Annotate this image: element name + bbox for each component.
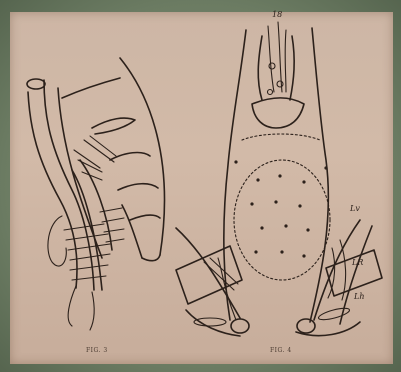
haustral-fold xyxy=(130,215,160,220)
haustral-fold xyxy=(118,184,158,190)
right-instrument xyxy=(318,306,351,322)
tube-left-wall xyxy=(28,92,77,288)
left-figure xyxy=(27,58,164,330)
label-upper-right: Lv xyxy=(350,204,360,213)
upper-tube-right xyxy=(290,36,294,100)
inner-cuff xyxy=(242,134,320,140)
right-figure xyxy=(176,22,382,336)
cuff-top xyxy=(252,98,304,128)
bowel-stump xyxy=(142,255,160,261)
right-flap-outer xyxy=(340,226,372,324)
left-caption: FIG. 3 xyxy=(86,347,108,354)
bowel-outer-wall xyxy=(120,58,164,255)
haustral-fold xyxy=(62,78,120,98)
label-lower-right: Lh xyxy=(354,292,364,301)
funnel-right-wall xyxy=(310,28,328,322)
suture-thread xyxy=(90,292,94,330)
pouch-dots xyxy=(234,160,327,257)
haustral-fold xyxy=(92,118,135,134)
clamp-mark xyxy=(84,136,116,162)
label-box-right: LR xyxy=(352,258,363,267)
right-anchor xyxy=(297,319,315,333)
suture-knot xyxy=(268,90,273,95)
suture-thread xyxy=(68,286,76,326)
suture-stitches xyxy=(64,208,124,280)
right-caption: FIG. 4 xyxy=(270,347,292,354)
left-anchor xyxy=(231,319,249,333)
bowel-stump-side xyxy=(122,205,142,258)
label-top: 18 xyxy=(272,10,282,19)
upper-tube-strands xyxy=(268,22,286,92)
right-thread xyxy=(328,240,346,300)
clamp-mark xyxy=(74,150,102,180)
suture-knot xyxy=(269,63,275,69)
tube-opening xyxy=(27,79,45,89)
suture-knot xyxy=(277,81,283,87)
pouch-outline xyxy=(234,160,330,280)
funnel-left-wall xyxy=(224,30,246,320)
upper-tube-left xyxy=(258,36,262,100)
left-retractor xyxy=(176,246,242,304)
suture-thread xyxy=(48,216,66,266)
